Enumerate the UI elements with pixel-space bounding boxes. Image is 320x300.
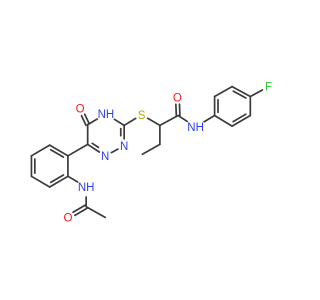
bond-Ar2-Ar3 [213, 85, 233, 98]
bond-Ph4-Ph5 [30, 175, 51, 188]
bond-N1-C6 [86, 143, 101, 153]
bond-N_amide-Ar1 [203, 114, 216, 123]
atom-label-n-ring-left: N [101, 151, 109, 163]
bond-Ph5-Ph6 [48, 175, 69, 188]
bond-Ph5-Ph6-second [49, 174, 65, 184]
bond-C5-NH_ring [86, 118, 99, 126]
atom-label-o-keto: O [76, 104, 85, 116]
bond-Ph6-N_acet [67, 175, 79, 183]
atom-label-n-ring-right: N [120, 141, 128, 153]
bond-C6-Ph1 [67, 143, 89, 157]
bond-N2-N1 [110, 148, 119, 154]
atom-label-o-acetyl: O [63, 212, 72, 224]
bond-Ar6-Ar1 [213, 114, 233, 128]
bond-C_amide-N_amide [177, 114, 189, 123]
bond-C_acet-O_acet [72, 204, 87, 214]
atom-label-f: F [265, 82, 272, 94]
bond-Ph1-Ph2-second [49, 148, 65, 158]
bond-C3-S_thio [123, 117, 137, 127]
bond-Ar5-Ar6 [231, 114, 252, 128]
atom-label-nh-amide: NH [187, 122, 204, 134]
bond-S_thio-C_alpha [146, 117, 161, 127]
bond-C_alpha-C_amide [159, 114, 179, 127]
bond-Ph1-Ph2 [48, 144, 69, 157]
bond-O_keto-C5 [80, 114, 87, 127]
bond-C_acet-O_acet-second [74, 207, 88, 217]
bond-Ar3-Ar4 [231, 85, 252, 98]
bond-Ar3-Ar4-second [232, 90, 247, 99]
bond-C_acet-Me_acet [85, 205, 107, 219]
bond-Ph2-Ph3 [30, 144, 51, 157]
bond-C_ethyl-C_methyl [141, 143, 161, 156]
bond-N1-C6-second [91, 142, 100, 149]
atom-label-nh-acetamide: NH [78, 182, 95, 194]
bond-NH_ring-C3 [113, 118, 126, 127]
atom-label-s-thio: S [138, 110, 146, 122]
bond-O_keto-C5-second [83, 113, 91, 125]
atom-label-o-amide: O [173, 92, 182, 104]
bond-Ar5-Ar6-second [232, 113, 247, 123]
bond-Ar4-F [249, 89, 264, 98]
atom-label-nh-ring: NH [98, 109, 115, 121]
structure-svg: O NH S O NH F NN NH O [30, 82, 272, 224]
